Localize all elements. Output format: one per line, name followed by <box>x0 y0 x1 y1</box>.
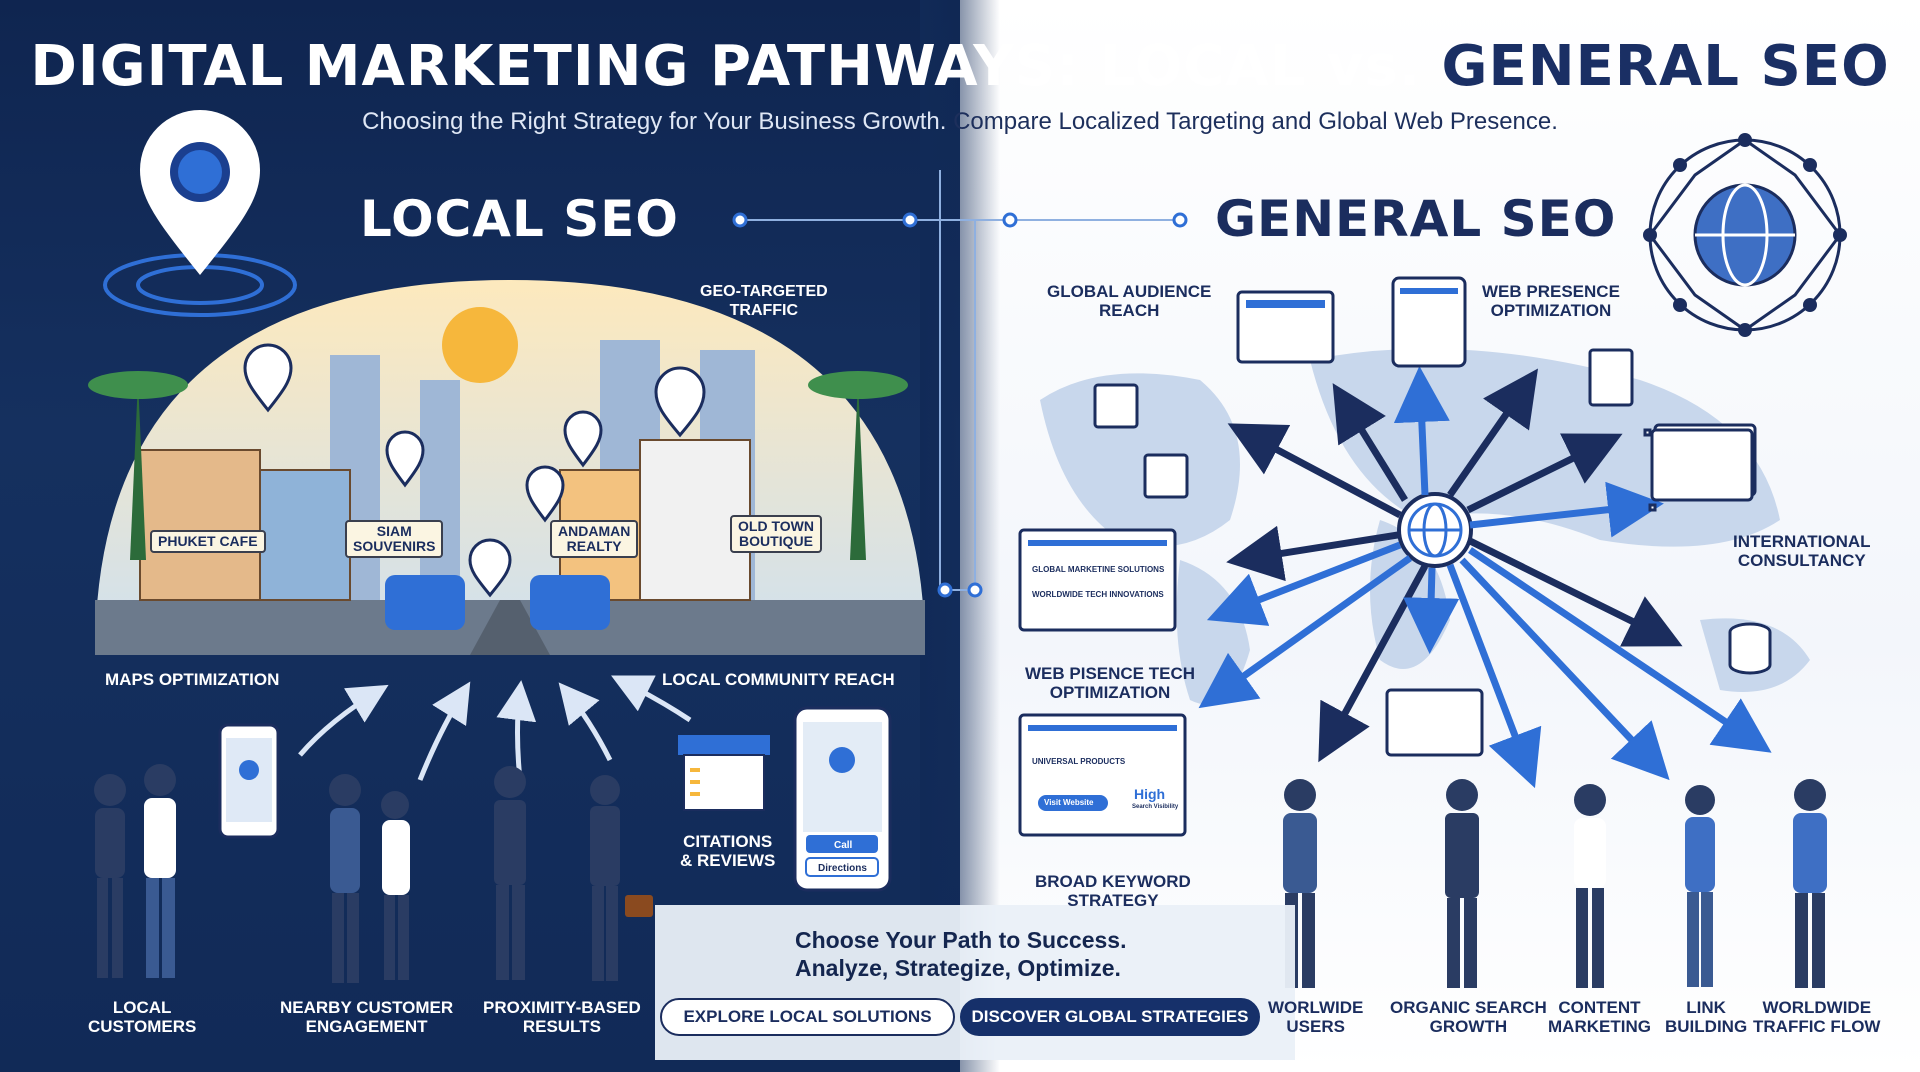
high-visibility-value: High <box>1134 786 1166 802</box>
maps-optimization-label: MAPS OPTIMIZATION <box>105 670 280 689</box>
local-people <box>94 764 653 983</box>
international-label: INTERNATIONAL CONSULTANCY <box>1733 532 1871 570</box>
screen-text-universal-products: UNIVERSAL PRODUCTS <box>1032 757 1126 766</box>
community-reach-label: LOCAL COMMUNITY REACH <box>662 670 895 689</box>
general-seo-heading: GENERAL SEO <box>1215 190 1617 248</box>
high-visibility-caption: Search Visibility <box>1132 804 1179 810</box>
shop-sign-oldtown: OLD TOWN BOUTIQUE <box>730 515 822 553</box>
database-icon <box>1728 622 1772 675</box>
citations-label: CITATIONS & REVIEWS <box>680 832 776 870</box>
organic-growth-label: ORGANIC SEARCH GROWTH <box>1390 998 1547 1036</box>
local-customers-label: LOCAL CUSTOMERS <box>88 998 197 1036</box>
screen-text-global-marketing: GLOBAL MARKETINE SOLUTIONS <box>1032 565 1165 574</box>
web-presence-label: WEB PRESENCE OPTIMIZATION <box>1482 282 1620 320</box>
discover-global-button[interactable]: DISCOVER GLOBAL STRATEGIES <box>960 998 1260 1036</box>
map-phone-icon <box>218 723 280 839</box>
local-arrows <box>298 675 692 781</box>
global-people <box>1283 779 1827 988</box>
link-building-label: LINK BUILDING <box>1665 998 1748 1036</box>
page-title: DIGITAL MARKETING PATHWAYS: LOCAL vs. GE… <box>30 34 1890 99</box>
screen-text-worldwide-tech: WORLDWIDE TECH INNOVATIONS <box>1032 590 1164 599</box>
explore-local-button[interactable]: EXPLORE LOCAL SOLUTIONS <box>660 998 955 1036</box>
local-seo-heading: LOCAL SEO <box>360 190 679 248</box>
geo-traffic-label: GEO-TARGETED TRAFFIC <box>700 283 828 319</box>
monitor-icons <box>1018 276 1757 837</box>
storefront-review-icon <box>678 735 770 811</box>
broad-keyword-label: BROAD KEYWORD STRATEGY <box>1035 872 1191 910</box>
proximity-results-label: PROXIMITY-BASED RESULTS <box>483 998 641 1036</box>
globe-network-nodes <box>1643 133 1847 337</box>
phone-directions-button[interactable]: Directions <box>818 863 867 874</box>
location-pin-icon <box>103 110 297 317</box>
shop-sign-phuket: PHUKET CAFE <box>150 530 266 553</box>
phone-call-button[interactable]: Call <box>834 840 853 851</box>
web-pisence-label: WEB PISENCE TECH OPTIMIZATION <box>1025 664 1196 702</box>
visit-website-button[interactable]: Visit Website <box>1044 798 1094 807</box>
radiating-arrows <box>1198 366 1772 789</box>
cta-line-2: Analyze, Strategize, Optimize. <box>795 955 1121 981</box>
cta-line-1: Choose Your Path to Success. <box>795 927 1127 953</box>
shop-sign-andaman: ANDAMAN REALTY <box>550 520 639 558</box>
content-marketing-label: CONTENT MARKETING <box>1548 998 1651 1036</box>
shop-sign-siam: SIAM SOUVENIRS <box>345 520 444 558</box>
cta-message: Choose Your Path to Success. Analyze, St… <box>795 926 1126 982</box>
global-reach-label: GLOBAL AUDIENCE REACH <box>1047 282 1212 320</box>
large-map-phone <box>793 706 892 892</box>
worlwide-users-label: WORLWIDE USERS <box>1268 998 1364 1036</box>
town-scene <box>88 280 925 655</box>
hub-globe-icon <box>1397 492 1473 568</box>
page-subtitle: Choosing the Right Strategy for Your Bus… <box>362 108 1558 135</box>
server-icons <box>1093 348 1657 512</box>
monitor-accents <box>1028 288 1458 811</box>
connector-nodes <box>732 212 1188 598</box>
traffic-flow-label: WORLDWIDE TRAFFIC FLOW <box>1753 998 1881 1036</box>
nearby-engagement-label: NEARBY CUSTOMER ENGAGEMENT <box>280 998 454 1036</box>
divider-gradient <box>920 0 1000 1072</box>
